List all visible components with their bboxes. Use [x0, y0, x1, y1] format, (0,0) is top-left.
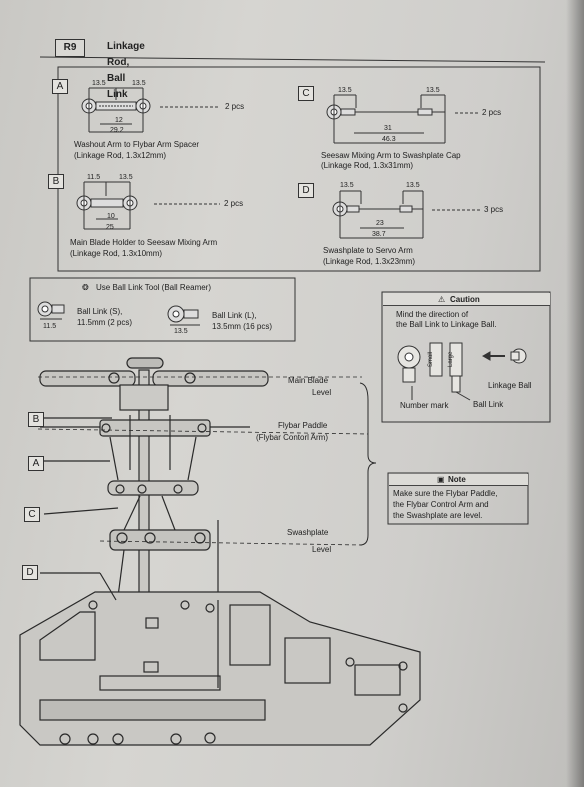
flybar-label: Flybar Paddle [278, 421, 328, 430]
diagram-letter-d: D [22, 565, 38, 580]
rod-a-dim-rod: 12 [115, 117, 123, 124]
ball-link-s-dim: 11.5 [43, 323, 57, 330]
rod-c-qty: 2 pcs [482, 108, 502, 117]
caution-ball-link: Ball Link [473, 400, 504, 409]
rod-b-dim-rod: 10 [107, 213, 115, 220]
tool-title: Use Ball Link Tool (Ball Reamer) [96, 283, 212, 292]
caution-header [383, 293, 550, 306]
caution-line2: the Ball Link to Linkage Ball. [396, 320, 497, 329]
ball-link-l-label2: 13.5mm (16 pcs) [212, 322, 273, 331]
rod-a-qty: 2 pcs [225, 102, 245, 111]
caution-linkage-ball: Linkage Ball [488, 381, 532, 390]
main-blade-label: Main Blade [288, 376, 329, 385]
rod-c-dim-left: 13.5 [338, 87, 352, 94]
caution-line1: Mind the direction of [396, 310, 469, 319]
rod-a-desc: Washout Arm to Flybar Arm Spacer [74, 140, 200, 149]
rod-b-spec: (Linkage Rod, 1.3x10mm) [70, 249, 163, 258]
rod-b-letter: B [48, 174, 64, 189]
rod-d-drawing [332, 190, 480, 239]
rod-b-dim-left: 11.5 [87, 174, 101, 181]
caution-number-mark: Number mark [400, 401, 449, 410]
section-title: Linkage Rod, Ball Link [107, 41, 145, 100]
rod-b-drawing [76, 181, 220, 230]
flybar-sub: (Flybar Contorl Arm) [256, 433, 329, 442]
caution-icon: ⚠ [438, 295, 446, 304]
rod-d-qty: 3 pcs [484, 205, 504, 214]
rod-b-qty: 2 pcs [224, 199, 244, 208]
swash-level: Level [312, 545, 332, 554]
section-id: R9 [55, 39, 85, 57]
rod-d-dim-total: 38.7 [372, 231, 386, 238]
rod-d-dim-right: 13.5 [406, 182, 420, 189]
rod-c-dim-rod: 31 [384, 125, 392, 132]
note-title: Note [448, 475, 466, 484]
caution-small: Small [428, 351, 434, 367]
diagram-letter-c: C [24, 507, 40, 522]
rod-a-letter: A [52, 79, 68, 94]
note-header [389, 474, 528, 486]
heli-diagram [19, 357, 421, 746]
rod-c-dim-right: 13.5 [426, 87, 440, 94]
rod-d-dim-rod: 23 [376, 220, 384, 227]
diagram-letter-b: B [28, 412, 44, 427]
rod-b-dim-total: 25 [106, 224, 114, 231]
rod-c-drawing [326, 94, 480, 144]
caution-large: Large [448, 351, 454, 367]
rod-c-spec: (Linkage Rod, 1.3x31mm) [321, 161, 414, 170]
ball-link-icons [37, 301, 200, 326]
rod-d-spec: (Linkage Rod, 1.3x23mm) [323, 257, 416, 266]
note-line2: the Flybar Control Arm and [393, 500, 489, 509]
ball-link-s-label1: Ball Link (S), [77, 307, 123, 316]
page-edge-shadow [566, 0, 584, 787]
rod-a-dim-total: 29.2 [110, 127, 124, 134]
rod-d-dim-left: 13.5 [340, 182, 354, 189]
rod-c-dim-total: 46.3 [382, 136, 396, 143]
caution-illustration [397, 342, 527, 401]
rod-d-letter: D [298, 183, 314, 198]
note-line1: Make sure the Flybar Paddle, [393, 489, 498, 498]
rod-a-dim-right: 13.5 [132, 80, 146, 87]
ball-link-l-dim: 13.5 [174, 328, 188, 335]
ball-link-l-label1: Ball Link (L), [212, 311, 257, 320]
diagram-letter-a: A [28, 456, 44, 471]
ball-link-s-label2: 11.5mm (2 pcs) [77, 318, 132, 327]
tool-icon: ❂ [82, 283, 89, 292]
swash-label: Swashplate [287, 528, 329, 537]
rod-b-desc: Main Blade Holder to Seesaw Mixing Arm [70, 238, 218, 247]
main-blade-level: Level [312, 388, 332, 397]
caution-title: Caution [450, 295, 480, 304]
rod-c-desc: Seesaw Mixing Arm to Swashplate Cap [321, 151, 461, 160]
rod-c-letter: C [298, 86, 314, 101]
note-icon: ▣ [437, 475, 445, 484]
rod-b-dim-right: 13.5 [119, 174, 133, 181]
rod-a-spec: (Linkage Rod, 1.3x12mm) [74, 151, 167, 160]
rod-d-desc: Swashplate to Servo Arm [323, 246, 413, 255]
note-line3: the Swashplate are level. [393, 511, 483, 520]
rod-a-drawing [81, 87, 220, 133]
rod-a-dim-left: 13.5 [92, 80, 106, 87]
